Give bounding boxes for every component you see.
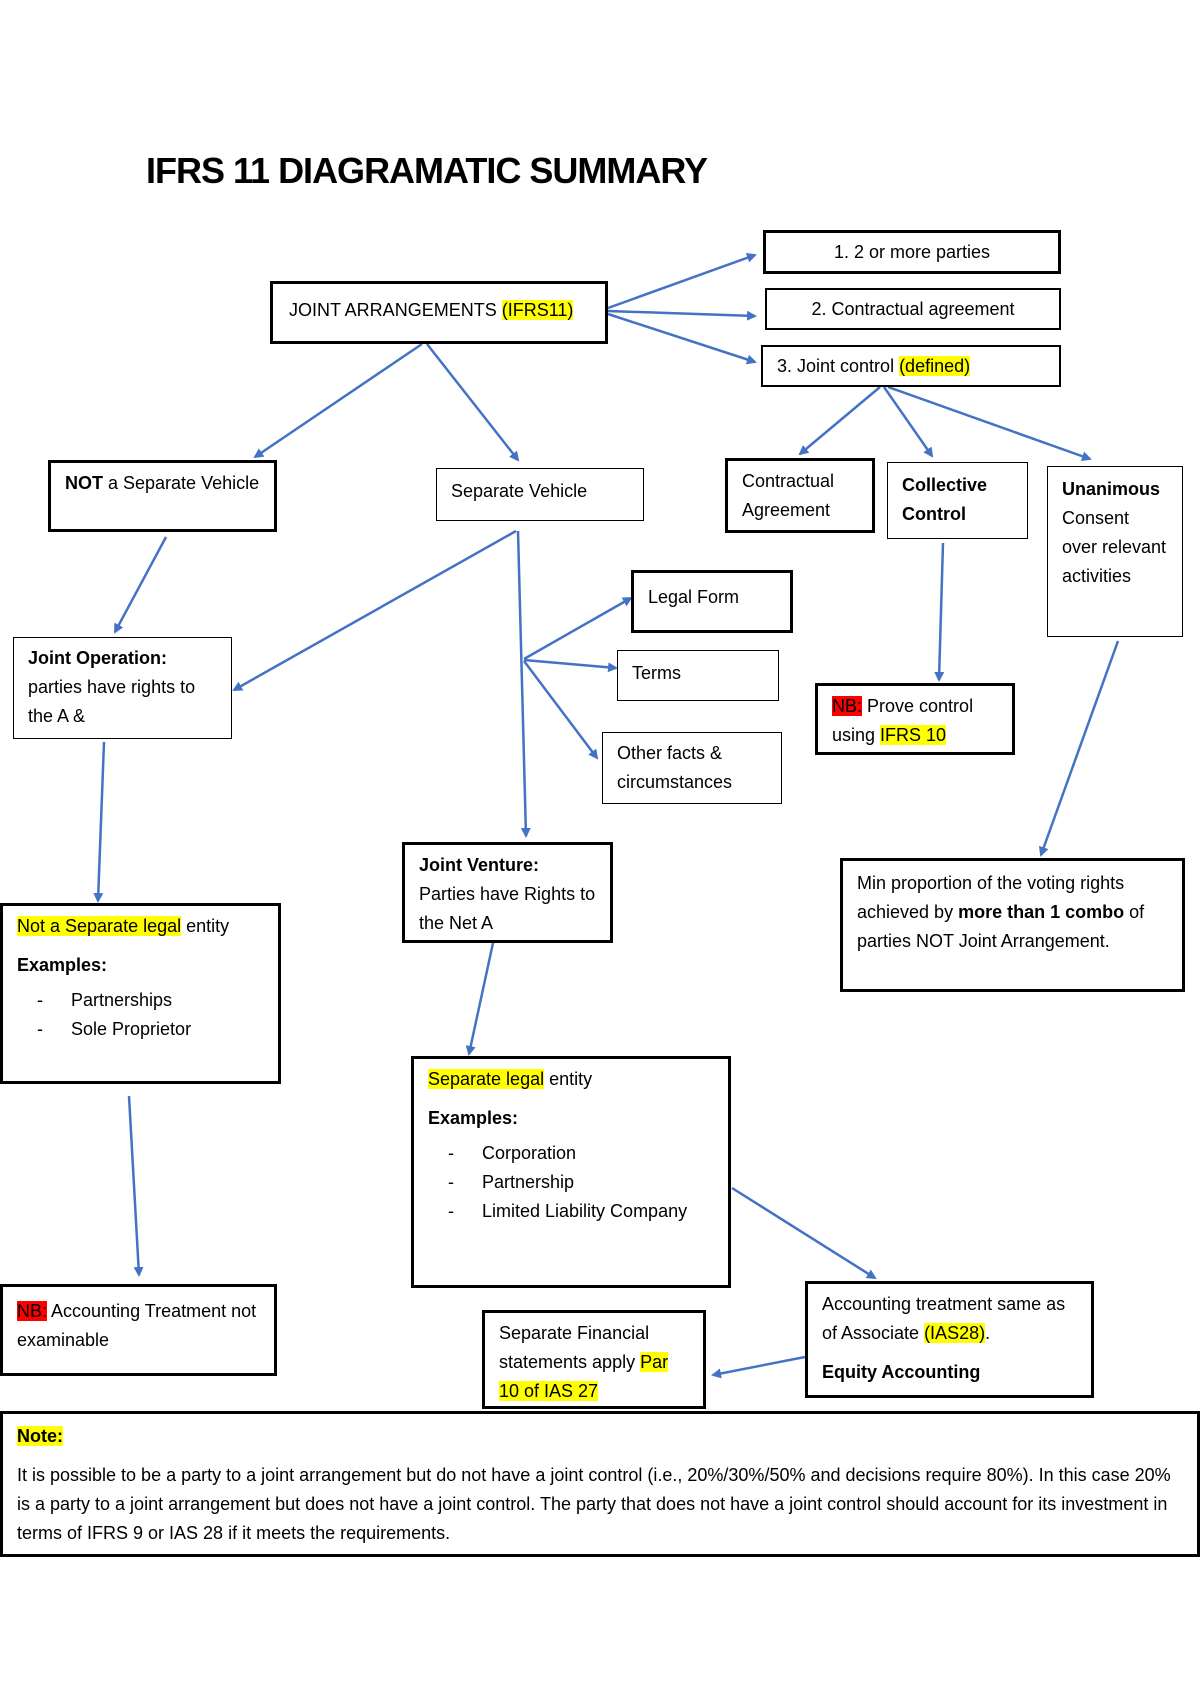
note-box: Note: It is possible to be a party to a …	[0, 1411, 1200, 1557]
joint-operation-box: Joint Operation: parties have rights to …	[13, 637, 232, 739]
separate-entity-box: Separate legal entity Examples: Corporat…	[411, 1056, 731, 1288]
arrow-jc-to-collective	[882, 386, 934, 458]
entity-examples-list: Corporation Partnership Limited Liabilit…	[428, 1139, 714, 1226]
list-item: Partnerships	[17, 986, 264, 1015]
collective-control-box: Collective Control	[887, 462, 1028, 539]
arrow-jc-to-contractual	[798, 386, 881, 456]
arrow-ja-to-jointcontrol	[607, 312, 757, 365]
legal-form-box: Legal Form	[631, 570, 793, 633]
other-facts-box: Other facts & circumstances	[602, 732, 782, 804]
joint-venture-box: Joint Venture: Parties have Rights to th…	[402, 842, 613, 943]
arrow-ja-to-contractual	[607, 309, 757, 321]
arrow-sv-to-jv	[516, 530, 531, 838]
list-item: Partnership	[428, 1168, 714, 1197]
contractual-agreement-box: Contractual Agreement	[725, 458, 875, 533]
prove-control-box: NB: Prove control using IFRS 10	[815, 683, 1015, 755]
associate-treatment-box: Accounting treatment same as of Associat…	[805, 1281, 1094, 1398]
page-title: IFRS 11 DIAGRAMATIC SUMMARY	[146, 150, 708, 191]
arrow-jc-to-unanimous	[887, 385, 1092, 462]
arrow-ja-to-sv	[426, 343, 520, 462]
not-entity-examples-list: Partnerships Sole Proprietor	[17, 986, 264, 1044]
separate-fs-box: Separate Financial statements apply Par …	[482, 1310, 706, 1409]
arrow-notsv-to-jo	[113, 536, 168, 634]
joint-arrangements-box: JOINT ARRANGEMENTS (IFRS11)	[270, 281, 608, 344]
arrow-ja-to-notsv	[253, 342, 423, 459]
arrow-unanimous-to-min	[1039, 640, 1120, 857]
terms-box: Terms	[617, 650, 779, 701]
arrow-jo-to-notentity	[93, 741, 106, 903]
not-separate-vehicle-box: NOT a Separate Vehicle	[48, 460, 277, 532]
note-text: It is possible to be a party to a joint …	[17, 1465, 1171, 1543]
arrow-ja-to-parties	[607, 253, 757, 310]
arrow-sv-to-jo	[232, 529, 517, 692]
arrow-sv-to-other	[523, 660, 599, 760]
criteria-two-parties: 1. 2 or more parties	[763, 230, 1061, 274]
criteria-contractual-agreement: 2. Contractual agreement	[765, 288, 1061, 330]
list-item: Sole Proprietor	[17, 1015, 264, 1044]
separate-vehicle-box: Separate Vehicle	[436, 468, 644, 521]
accounting-not-examinable-box: NB: Accounting Treatment not examinable	[0, 1284, 277, 1376]
criteria-joint-control: 3. Joint control (defined)	[761, 345, 1061, 387]
arrow-sv-to-legalform	[523, 596, 633, 661]
list-item: Corporation	[428, 1139, 714, 1168]
arrow-collective-to-prove	[934, 542, 945, 682]
arrow-notentity-to-nb	[127, 1095, 144, 1277]
unanimous-consent-box: Unanimous Consent over relevant activiti…	[1047, 466, 1183, 637]
list-item: Limited Liability Company	[428, 1197, 714, 1226]
not-separate-entity-box: Not a Separate legal entity Examples: Pa…	[0, 903, 281, 1084]
arrow-entity-to-associate	[731, 1186, 877, 1280]
arrow-jv-to-entity	[465, 942, 495, 1056]
arrow-sv-to-terms	[523, 658, 618, 673]
arrow-associate-to-sfs	[711, 1355, 806, 1379]
min-proportion-box: Min proportion of the voting rights achi…	[840, 858, 1185, 992]
